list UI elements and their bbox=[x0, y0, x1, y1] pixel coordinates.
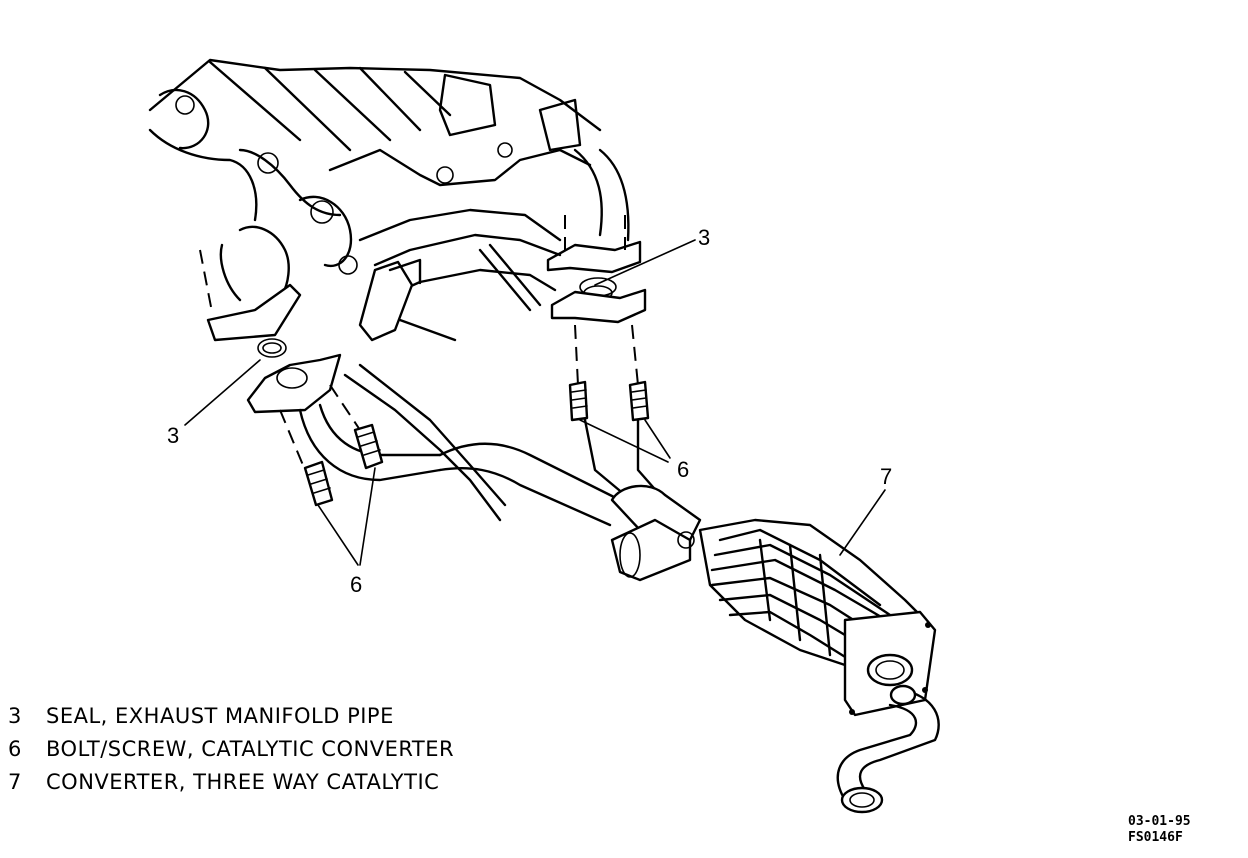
callout-seal-left: 3 bbox=[167, 423, 179, 448]
right-manifold bbox=[546, 148, 647, 386]
leader-lines bbox=[184, 239, 886, 566]
figure-id: FS0146F bbox=[1128, 830, 1183, 845]
callout-converter: 7 bbox=[880, 464, 892, 489]
legend-row: 6 BOLT/SCREW, CATALYTIC CONVERTER bbox=[8, 733, 454, 766]
pipe-connector bbox=[610, 484, 702, 582]
legend-text: CONVERTER, THREE WAY CATALYTIC bbox=[46, 770, 440, 794]
legend-number: 6 bbox=[8, 737, 22, 761]
tail-pipe bbox=[836, 684, 940, 814]
callout-bolts-left: 6 bbox=[350, 572, 362, 597]
legend-text: SEAL, EXHAUST MANIFOLD PIPE bbox=[46, 704, 394, 728]
legend-row: 3 SEAL, EXHAUST MANIFOLD PIPE bbox=[8, 700, 454, 733]
legend-row: 7 CONVERTER, THREE WAY CATALYTIC bbox=[8, 766, 454, 799]
callout-seal-right: 3 bbox=[698, 225, 710, 250]
legend: 3 SEAL, EXHAUST MANIFOLD PIPE 6 BOLT/SCREW… bbox=[8, 700, 454, 799]
engine-block bbox=[148, 58, 602, 275]
figure-date: 03-01-95 bbox=[1128, 814, 1191, 829]
left-manifold bbox=[199, 225, 361, 471]
callout-bolts-right: 6 bbox=[677, 457, 689, 482]
bolts bbox=[303, 380, 650, 507]
legend-number: 3 bbox=[8, 704, 22, 728]
legend-text: BOLT/SCREW, CATALYTIC CONVERTER bbox=[46, 737, 455, 761]
figure-code: 03-01-95 FS0146F bbox=[1128, 814, 1191, 846]
legend-number: 7 bbox=[8, 770, 22, 794]
